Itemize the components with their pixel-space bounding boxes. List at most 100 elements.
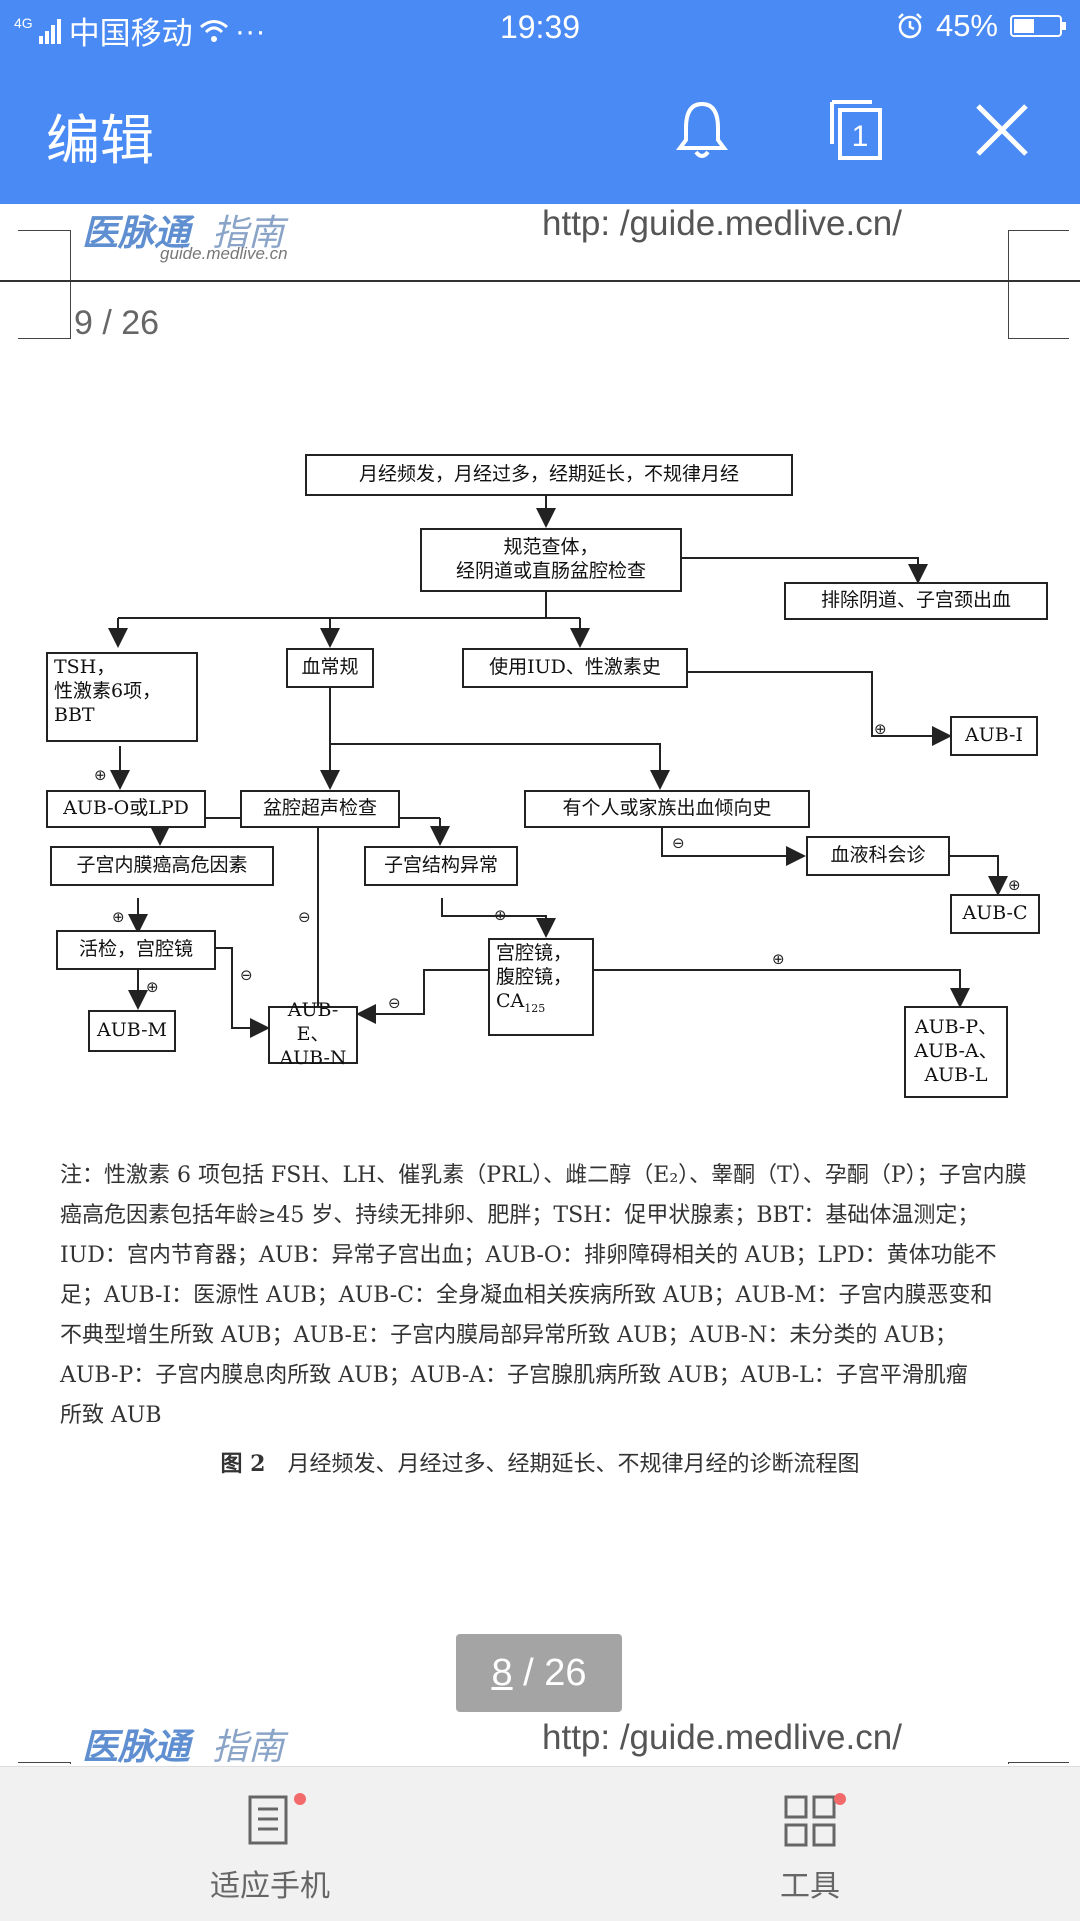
note-line: 不典型增生所致 AUB；AUB-E：子宫内膜局部异常所致 AUB；AUB-N：未…	[60, 1323, 957, 1348]
crop-mark	[1008, 1762, 1069, 1764]
flow-physical-exam: 规范查体， 经阴道或直肠盆腔检查	[420, 528, 682, 592]
flow-bleeding-history: 有个人或家族出血倾向史	[524, 790, 810, 828]
notification-dot	[294, 1793, 306, 1805]
more-indicator: ···	[234, 12, 266, 48]
figure-caption: 图 2 月经频发、月经过多、经期延长、不规律月经的诊断流程图	[0, 1446, 1080, 1478]
flow-aub-c: AUB-C	[950, 894, 1040, 934]
total-pages: 26	[544, 1651, 587, 1694]
flow-text: AUB-E、	[287, 999, 339, 1046]
caption-text: 月经频发、月经过多、经期延长、不规律月经的诊断流程图	[287, 1452, 860, 1477]
document-viewer[interactable]: 医脉通指南 guide.medlive.cn http: /guide.medl…	[0, 204, 1080, 1764]
flow-text: CA125	[496, 990, 545, 1016]
page-indicator[interactable]: 8 / 26	[456, 1634, 622, 1712]
bottom-toolbar: 适应手机 工具	[0, 1766, 1080, 1921]
flow-exclude-bleeding: 排除阴道、子宫颈出血	[784, 582, 1048, 620]
network-type: 4G	[14, 14, 33, 31]
plus-sign: ⊕	[874, 720, 887, 738]
tools-label: 工具	[780, 1869, 840, 1904]
flow-subscript: 125	[524, 1001, 546, 1015]
flow-text: CA	[496, 989, 525, 1012]
document-lines-icon	[248, 1795, 288, 1845]
fit-phone-label: 适应手机	[210, 1869, 330, 1904]
logo-text: 医脉通	[82, 1727, 191, 1764]
logo-suffix: 指南	[212, 213, 285, 254]
flow-text: 宫腔镜，	[496, 942, 573, 964]
flow-text: TSH，	[54, 656, 116, 678]
status-left: 4G 中国移动 ···	[14, 8, 266, 53]
plus-sign: ⊕	[146, 978, 159, 996]
flow-text: 腹腔镜，	[496, 965, 573, 988]
note-line: 足；AUB-I：医源性 AUB；AUB-C：全身凝血相关疾病所致 AUB；AUB…	[60, 1283, 993, 1308]
page-count-number: 1	[852, 120, 869, 153]
flow-aub-e: AUB-E、 AUB-N	[268, 999, 358, 1069]
flow-blood-test: 血常规	[286, 648, 374, 688]
flow-text: 经阴道或直肠盆腔检查	[455, 560, 646, 582]
page-title: 编辑	[46, 109, 154, 172]
flow-endometrial-risk: 子宫内膜癌高危因素	[50, 846, 274, 886]
note-line: 注：性激素 6 项包括 FSH、LH、催乳素（PRL）、雌二醇（E₂）、睾酮（T…	[60, 1163, 1027, 1188]
logo-domain: guide.medlive.cn	[160, 244, 288, 263]
note-line: 癌高危因素包括年龄≥45 岁、持续无排卵、肥胖；TSH：促甲状腺素；BBT：基础…	[60, 1203, 980, 1228]
plus-sign: ⊕	[112, 908, 125, 926]
figure-note: 注：性激素 6 项包括 FSH、LH、催乳素（PRL）、雌二醇（E₂）、睾酮（T…	[60, 1156, 1040, 1436]
clock: 19:39	[499, 9, 581, 45]
tools-button[interactable]: 工具	[710, 1791, 910, 1905]
minus-sign: ⊖	[672, 834, 685, 852]
minus-sign: ⊖	[298, 908, 311, 926]
app-bar: 编辑 1	[0, 56, 1080, 204]
flow-scopes: 宫腔镜， 腹腔镜， CA125	[488, 938, 594, 1036]
flow-text: AUB-A、	[914, 1040, 998, 1063]
plus-sign: ⊕	[94, 766, 107, 784]
flow-text: AUB-P、	[914, 1016, 998, 1039]
plus-sign: ⊕	[772, 950, 785, 968]
site-url: http: /guide.medlive.cn/	[542, 204, 902, 243]
flow-start: 月经频发，月经过多，经期延长，不规律月经	[305, 454, 793, 496]
battery-icon	[1010, 15, 1066, 37]
page-separator: /	[512, 1651, 545, 1694]
flow-uterine-structure: 子宫结构异常	[364, 846, 518, 886]
flow-text: BBT	[54, 703, 95, 726]
alarm-icon	[898, 13, 922, 39]
flowchart-connectors: ⊕ ⊕ ⊖ ⊕ ⊖ ⊕ ⊕ ⊕ ⊖ ⊖ ⊕	[94, 494, 1021, 1038]
flow-aub-pal: AUB-P、 AUB-A、 AUB-L	[904, 1006, 1008, 1098]
flow-text: 规范查体，	[503, 536, 599, 559]
grid-icon	[784, 1795, 836, 1847]
status-bar: 4G 中国移动 ··· 19:39 45%	[0, 0, 1080, 56]
fit-phone-button[interactable]: 适应手机	[170, 1791, 370, 1905]
medlive-logo: 医脉通指南	[82, 1718, 284, 1764]
flow-aub-m: AUB-M	[88, 1010, 176, 1052]
carrier-name: 中国移动	[68, 16, 193, 51]
notification-dot	[834, 1793, 846, 1805]
logo-suffix: 指南	[212, 1727, 285, 1764]
bell-icon[interactable]	[666, 94, 738, 166]
crop-mark	[18, 282, 71, 339]
flow-text: AUB-N	[279, 1046, 347, 1069]
page-header-next: 医脉通指南 http: /guide.medlive.cn/	[0, 1718, 1080, 1764]
flow-text: 性激素6项，	[54, 679, 162, 702]
flow-tsh: TSH， 性激素6项， BBT	[46, 652, 198, 742]
flow-ultrasound: 盆腔超声检查	[240, 790, 400, 828]
page-header-top: 医脉通指南 guide.medlive.cn http: /guide.medl…	[0, 204, 1080, 284]
flow-aub-i: AUB-I	[950, 716, 1038, 756]
status-right: 45%	[896, 8, 1066, 44]
current-page: 8	[491, 1651, 513, 1694]
flow-aub-o: AUB-O或LPD	[46, 790, 206, 828]
flow-biopsy: 活检，宫腔镜	[56, 930, 216, 970]
flow-text: AUB-L	[924, 1063, 988, 1086]
caption-label: 图 2	[220, 1451, 266, 1477]
note-line: IUD：宫内节育器；AUB：异常子宫出血；AUB-O：排卵障碍相关的 AUB；L…	[60, 1243, 997, 1268]
crop-mark	[18, 1762, 71, 1764]
page-count-icon[interactable]: 1	[818, 94, 890, 166]
flow-hematology: 血液科会诊	[806, 836, 950, 876]
close-icon[interactable]	[966, 94, 1038, 166]
plus-sign: ⊕	[1008, 876, 1021, 894]
note-line: 所致 AUB	[60, 1403, 162, 1428]
crop-mark	[1008, 282, 1069, 339]
minus-sign: ⊖	[388, 994, 401, 1012]
plus-sign: ⊕	[494, 906, 507, 924]
site-url: http: /guide.medlive.cn/	[542, 1718, 902, 1757]
battery-percent: 45%	[935, 8, 998, 43]
flowchart: ⊕ ⊕ ⊖ ⊕ ⊖ ⊕ ⊕ ⊕ ⊖ ⊖ ⊕ 月经频发，月经过多，经期延长，不规律…	[0, 444, 1080, 1144]
logo-text: 医脉通	[82, 213, 191, 254]
signal-icon	[38, 18, 61, 44]
